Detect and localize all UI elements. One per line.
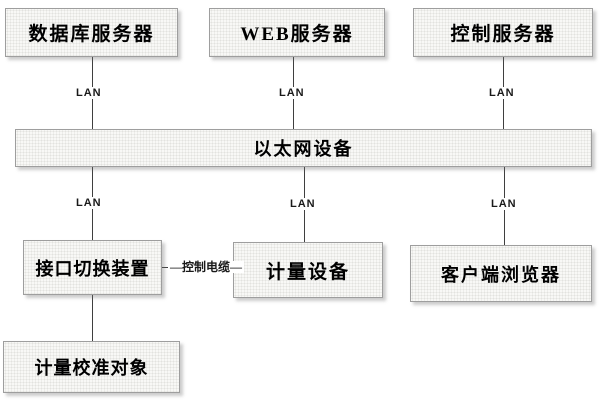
node-ethernet-device: 以太网设备 [15, 129, 592, 167]
node-ethernet-device-label: 以太网设备 [253, 139, 354, 159]
lan-label-db: LAN [74, 87, 104, 99]
lan-label-metering: LAN [288, 198, 318, 210]
node-interface-switch-label: 接口切换装置 [35, 258, 150, 279]
node-database-server-label: 数据库服务器 [28, 24, 155, 45]
node-database-server: 数据库服务器 [5, 8, 178, 57]
node-metering-device: 计量设备 [233, 242, 383, 298]
node-client-browser: 客户端浏览器 [410, 245, 592, 302]
node-web-server-label: WEB服务器 [240, 24, 354, 45]
node-interface-switch: 接口切换装置 [23, 240, 162, 295]
control-cable-label: —控制电缆— [168, 260, 245, 274]
edge-switch-to-calibration [92, 295, 93, 341]
node-metering-device-label: 计量设备 [265, 261, 350, 283]
node-calibration-object: 计量校准对象 [3, 341, 180, 393]
lan-label-control: LAN [487, 87, 517, 99]
control-cable-label-text: 控制电缆 [182, 260, 231, 274]
node-calibration-object-label: 计量校准对象 [34, 358, 149, 378]
node-control-server-label: 控制服务器 [450, 24, 556, 45]
lan-label-web: LAN [277, 87, 307, 99]
lan-label-browser: LAN [489, 198, 519, 210]
lan-label-switch: LAN [74, 197, 104, 209]
node-client-browser-label: 客户端浏览器 [441, 264, 561, 285]
node-control-server: 控制服务器 [413, 8, 593, 57]
node-web-server: WEB服务器 [209, 8, 385, 57]
